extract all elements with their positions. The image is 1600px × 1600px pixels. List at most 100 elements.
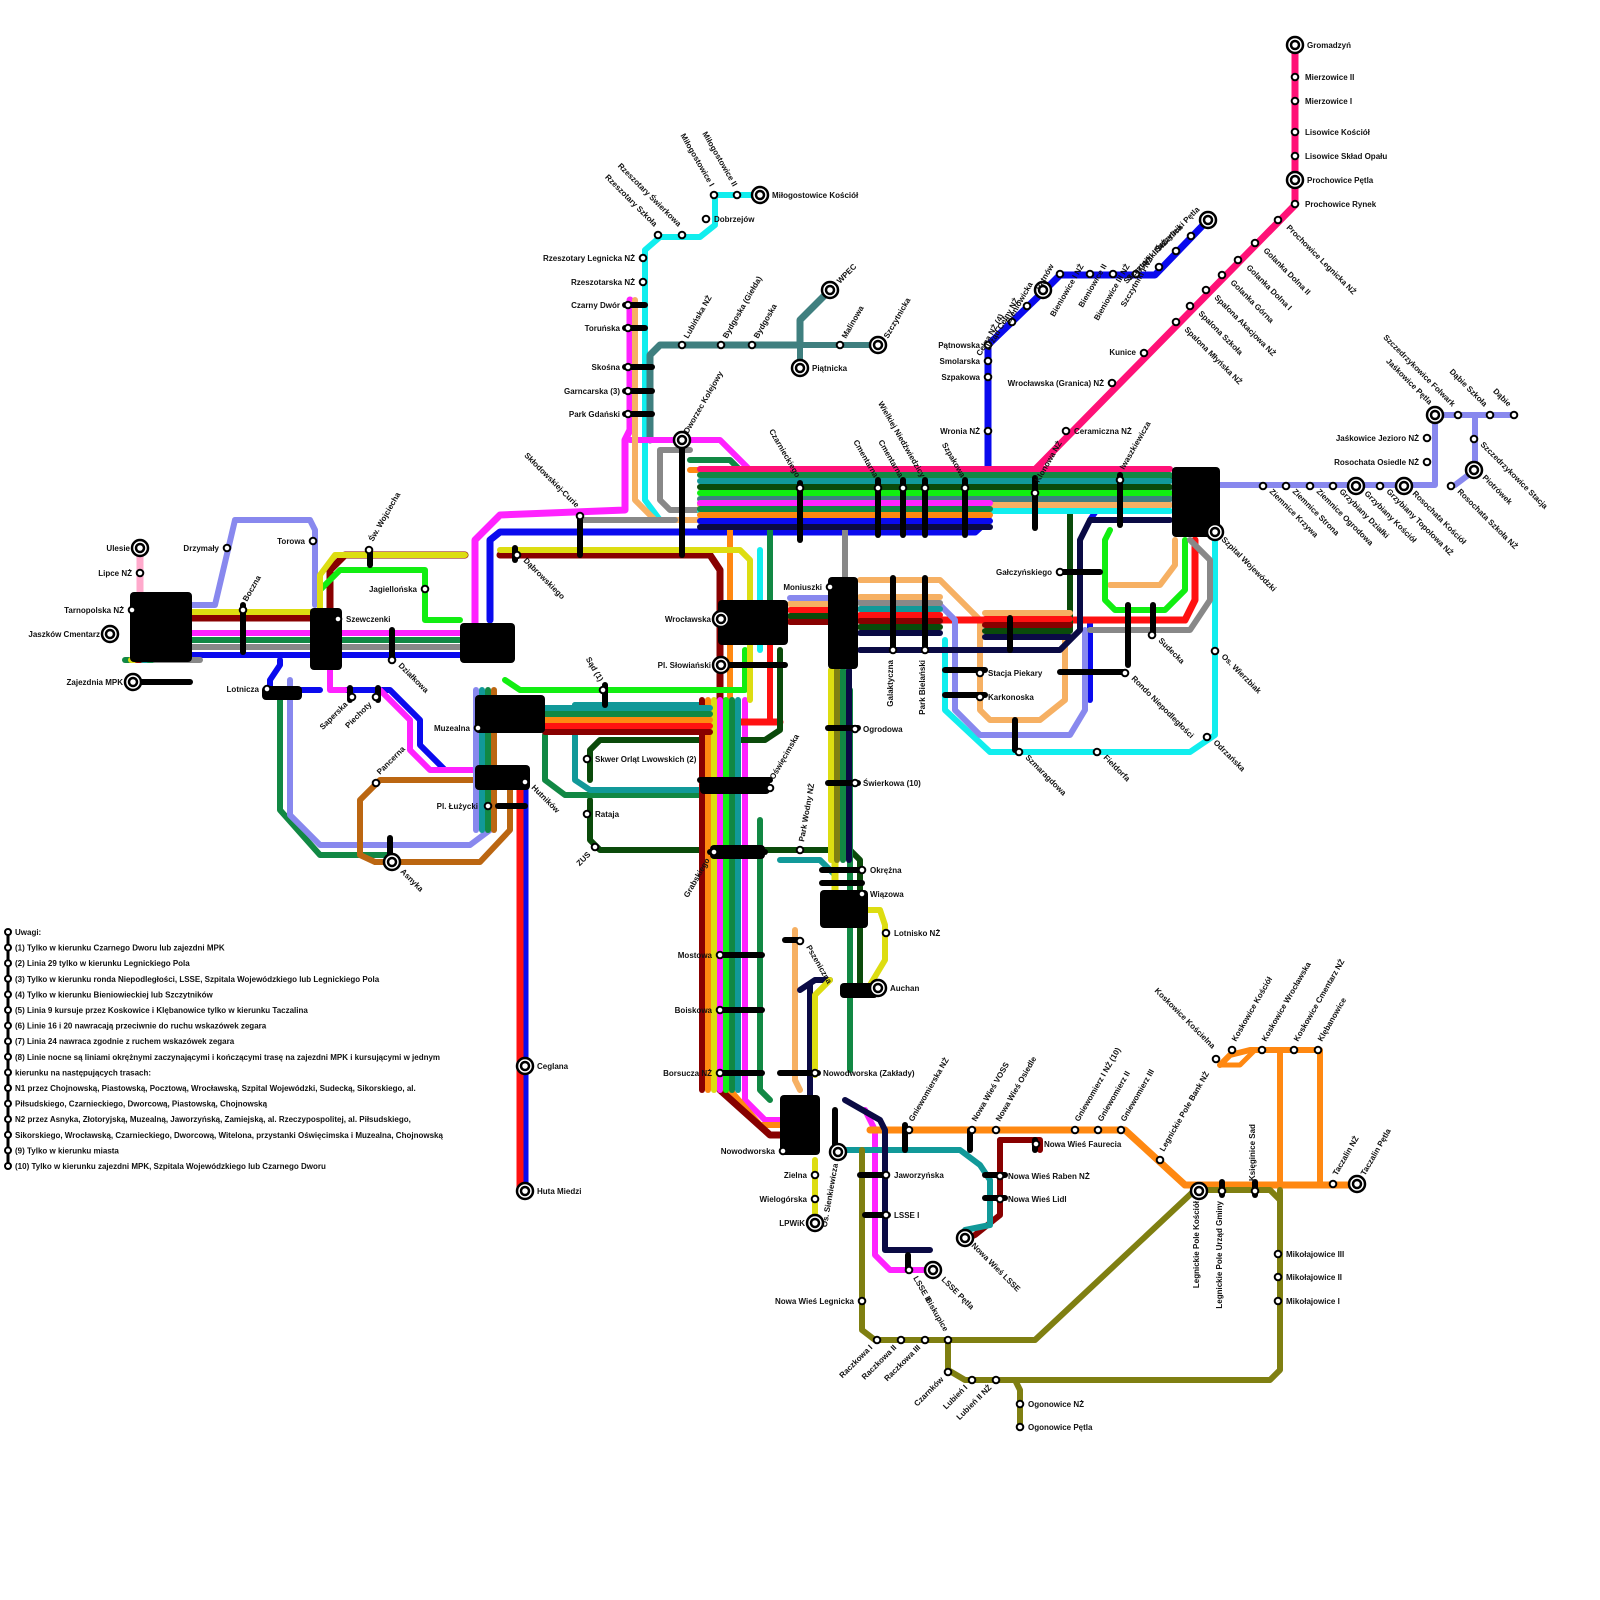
station-spalona_m[interactable] xyxy=(1173,319,1180,326)
station-koskowice_w[interactable] xyxy=(1259,1047,1266,1054)
station-biskupice[interactable] xyxy=(945,1337,952,1344)
station-lipce[interactable] xyxy=(137,570,144,577)
station-nw_raben[interactable] xyxy=(997,1173,1004,1180)
station-sudecka[interactable] xyxy=(1149,632,1156,639)
station-stacja_piekary[interactable] xyxy=(977,670,984,677)
station-ogrodowa[interactable] xyxy=(852,726,859,733)
station-golanka_d2[interactable] xyxy=(1252,240,1259,247)
station-park_bielanski[interactable] xyxy=(922,647,929,654)
station-nw_faurecia[interactable] xyxy=(1033,1141,1040,1148)
station-urzad_celny[interactable] xyxy=(1024,303,1031,310)
station-mikolajowice3[interactable] xyxy=(1275,1251,1282,1258)
station-rosochata_sz[interactable] xyxy=(1448,483,1455,490)
station-dabrowskiego[interactable] xyxy=(514,552,521,559)
station-sw_wojciecha[interactable] xyxy=(366,547,373,554)
station-raczkowa2[interactable] xyxy=(898,1337,905,1344)
station-piechoty[interactable] xyxy=(373,694,380,701)
station-grzybiany_d[interactable] xyxy=(1330,483,1337,490)
station-wiazowa[interactable] xyxy=(859,891,866,898)
station-hutnikow[interactable] xyxy=(522,779,529,786)
station-grzybiany_t[interactable] xyxy=(1377,483,1384,490)
station-raczkowa3[interactable] xyxy=(922,1337,929,1344)
station-wroclawska_g[interactable] xyxy=(1109,380,1116,387)
station-sklodowskiej[interactable] xyxy=(577,513,584,520)
station-os_wierzbiak[interactable] xyxy=(1212,648,1219,655)
station-torunska[interactable] xyxy=(625,325,632,332)
station-gniewomierz1[interactable] xyxy=(1072,1127,1079,1134)
station-bydgoska[interactable] xyxy=(749,342,756,349)
station-zus[interactable] xyxy=(592,844,599,851)
station-lubinska[interactable] xyxy=(679,342,686,349)
station-spalona_s[interactable] xyxy=(1187,303,1194,310)
station-wronia[interactable] xyxy=(985,428,992,435)
station-jagiellonska[interactable] xyxy=(422,586,429,593)
station-koskowice_k[interactable] xyxy=(1213,1056,1220,1063)
station-szczytniki_2[interactable] xyxy=(1173,248,1180,255)
station-swierkowa[interactable] xyxy=(852,780,859,787)
station-szczedrzykowice_f[interactable] xyxy=(1455,412,1462,419)
station-milogostowice_2[interactable] xyxy=(734,192,741,199)
station-prochowice_l[interactable] xyxy=(1275,217,1282,224)
station-lsse2[interactable] xyxy=(906,1267,913,1274)
station-boiskowa[interactable] xyxy=(717,1007,724,1014)
station-szpakowa2[interactable] xyxy=(962,485,969,492)
station-grabskiego[interactable] xyxy=(711,849,718,856)
station-cmentarna[interactable] xyxy=(875,485,882,492)
station-kunice[interactable] xyxy=(1141,350,1148,357)
station-taczalin_nz[interactable] xyxy=(1330,1181,1337,1188)
station-fieldorfa[interactable] xyxy=(1094,749,1101,756)
station-mikolajowice1[interactable] xyxy=(1275,1298,1282,1305)
station-malinowa[interactable] xyxy=(837,342,844,349)
station-ogonowice_p[interactable] xyxy=(1017,1424,1024,1431)
station-raczkowa1[interactable] xyxy=(874,1337,881,1344)
station-gniewomierz3[interactable] xyxy=(1118,1127,1125,1134)
station-karkonoska[interactable] xyxy=(977,694,984,701)
station-lp_bank[interactable] xyxy=(1157,1157,1164,1164)
station-klebanowice[interactable] xyxy=(1315,1047,1322,1054)
station-rzeszotarska[interactable] xyxy=(640,279,647,286)
station-dabie[interactable] xyxy=(1511,412,1518,419)
station-gniewomierska[interactable] xyxy=(906,1127,913,1134)
station-nw_osiedle[interactable] xyxy=(993,1127,1000,1134)
station-nowodworska[interactable] xyxy=(780,1148,787,1155)
station-lisowice_s[interactable] xyxy=(1292,153,1299,160)
station-tarnopolska[interactable] xyxy=(129,607,136,614)
station-czarnkow[interactable] xyxy=(945,1369,952,1376)
station-patnow[interactable] xyxy=(1057,271,1064,278)
station-ogonowice_nz[interactable] xyxy=(1017,1401,1024,1408)
station-czarnieckiego[interactable] xyxy=(797,485,804,492)
station-iwaszkiewicza[interactable] xyxy=(1117,477,1124,484)
station-nw_voss[interactable] xyxy=(969,1127,976,1134)
station-prochowice_r[interactable] xyxy=(1292,201,1299,208)
station-oswiecimska[interactable] xyxy=(767,785,774,792)
station-golanka_d1[interactable] xyxy=(1235,257,1242,264)
station-pl_luzycki[interactable] xyxy=(485,803,492,810)
station-nowodworska_z[interactable] xyxy=(812,1070,819,1077)
station-szpakowa[interactable] xyxy=(985,374,992,381)
station-klonowa[interactable] xyxy=(1032,490,1039,497)
station-rosochata_o[interactable] xyxy=(1424,459,1431,466)
station-rataja[interactable] xyxy=(584,811,591,818)
station-ceramiczna[interactable] xyxy=(1063,428,1070,435)
station-lsse1[interactable] xyxy=(883,1212,890,1219)
station-rzeszotary_l[interactable] xyxy=(640,255,647,262)
station-ziemnice_o[interactable] xyxy=(1307,483,1314,490)
station-lotnicza[interactable] xyxy=(264,686,271,693)
station-mierzowice2[interactable] xyxy=(1292,74,1299,81)
station-ziemnice_k[interactable] xyxy=(1260,483,1267,490)
station-park_gdanski[interactable] xyxy=(625,411,632,418)
station-lisowice_k[interactable] xyxy=(1292,129,1299,136)
station-wielkiej[interactable] xyxy=(922,485,929,492)
station-galczynskiego[interactable] xyxy=(1057,569,1064,576)
station-jaworzynska[interactable] xyxy=(883,1172,890,1179)
station-sad[interactable] xyxy=(600,687,607,694)
station-borsucza[interactable] xyxy=(717,1070,724,1077)
station-drzymaly[interactable] xyxy=(224,545,231,552)
station-skwer[interactable] xyxy=(584,756,591,763)
station-rzeszotary_sw[interactable] xyxy=(679,232,686,239)
station-spalona_a[interactable] xyxy=(1203,287,1210,294)
station-mierzowice1[interactable] xyxy=(1292,98,1299,105)
station-lotnisko[interactable] xyxy=(883,930,890,937)
station-koskowice_c[interactable] xyxy=(1291,1047,1298,1054)
station-golanka_g[interactable] xyxy=(1219,272,1226,279)
